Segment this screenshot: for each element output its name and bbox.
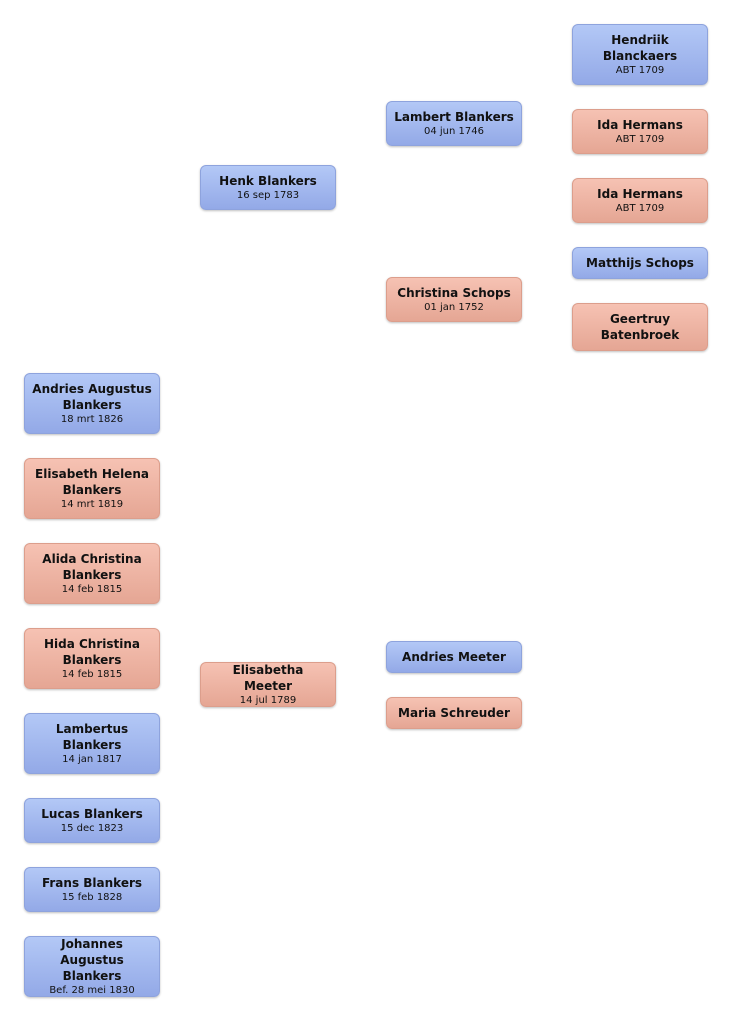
person-card-lucas-blankers[interactable]: Lucas Blankers 15 dec 1823 — [24, 798, 160, 843]
person-date: ABT 1709 — [615, 134, 665, 145]
person-name: Ida Hermans — [597, 187, 683, 201]
person-name: Andries Meeter — [402, 650, 506, 664]
person-date: 15 feb 1828 — [61, 892, 123, 903]
person-card-frans-blankers[interactable]: Frans Blankers 15 feb 1828 — [24, 867, 160, 912]
person-name: Elisabetha Meeter — [232, 663, 304, 693]
person-name: Frans Blankers — [41, 876, 143, 890]
person-date: 14 jan 1817 — [62, 754, 122, 765]
person-card-geertruy-batenbroek[interactable]: Geertruy Batenbroek — [572, 303, 708, 351]
person-date: 14 mrt 1819 — [60, 499, 124, 510]
person-date: ABT 1709 — [615, 203, 665, 214]
person-card-lambert-blankers[interactable]: Lambert Blankers 04 jun 1746 — [386, 101, 522, 146]
person-name: Geertruy Batenbroek — [600, 312, 680, 342]
person-name: Henk Blankers — [219, 174, 317, 188]
person-name: Alida Christina Blankers — [42, 552, 142, 582]
person-name: Lucas Blankers — [41, 807, 143, 821]
person-name: Matthijs Schops — [586, 256, 694, 270]
person-card-alida-christina-blankers[interactable]: Alida Christina Blankers 14 feb 1815 — [24, 543, 160, 604]
person-card-hida-christina-blankers[interactable]: Hida Christina Blankers 14 feb 1815 — [24, 628, 160, 689]
person-card-elisabetha-meeter[interactable]: Elisabetha Meeter 14 jul 1789 — [200, 662, 336, 707]
person-date: 04 jun 1746 — [424, 126, 484, 137]
person-card-henk-blankers[interactable]: Henk Blankers 16 sep 1783 — [200, 165, 336, 210]
person-date: Bef. 28 mei 1830 — [49, 985, 135, 996]
person-name: Maria Schreuder — [398, 706, 510, 720]
person-name: Ida Hermans — [597, 118, 683, 132]
person-name: Christina Schops — [397, 286, 511, 300]
person-card-lambertus-blankers[interactable]: Lambertus Blankers 14 jan 1817 — [24, 713, 160, 774]
person-name: Johannes Augustus Blankers — [60, 937, 124, 983]
person-card-andries-meeter[interactable]: Andries Meeter — [386, 641, 522, 673]
person-name: Hendriik Blanckaers — [602, 33, 678, 63]
person-date: 15 dec 1823 — [60, 823, 124, 834]
person-card-matthijs-schops[interactable]: Matthijs Schops — [572, 247, 708, 279]
person-date: 16 sep 1783 — [236, 190, 300, 201]
person-date: ABT 1709 — [615, 65, 665, 76]
person-date: 01 jan 1752 — [424, 302, 484, 313]
person-date: 14 jul 1789 — [239, 695, 297, 706]
person-card-maria-schreuder[interactable]: Maria Schreuder — [386, 697, 522, 729]
person-name: Andries Augustus Blankers — [32, 382, 152, 412]
person-card-elisabeth-helena-blankers[interactable]: Elisabeth Helena Blankers 14 mrt 1819 — [24, 458, 160, 519]
person-name: Lambertus Blankers — [55, 722, 129, 752]
person-card-christina-schops[interactable]: Christina Schops 01 jan 1752 — [386, 277, 522, 322]
person-name: Elisabeth Helena Blankers — [35, 467, 149, 497]
person-card-andries-augustus-blankers[interactable]: Andries Augustus Blankers 18 mrt 1826 — [24, 373, 160, 434]
person-name: Lambert Blankers — [394, 110, 514, 124]
person-date: 18 mrt 1826 — [60, 414, 124, 425]
person-name: Hida Christina Blankers — [43, 637, 141, 667]
person-date: 14 feb 1815 — [61, 669, 123, 680]
person-date: 14 feb 1815 — [61, 584, 123, 595]
